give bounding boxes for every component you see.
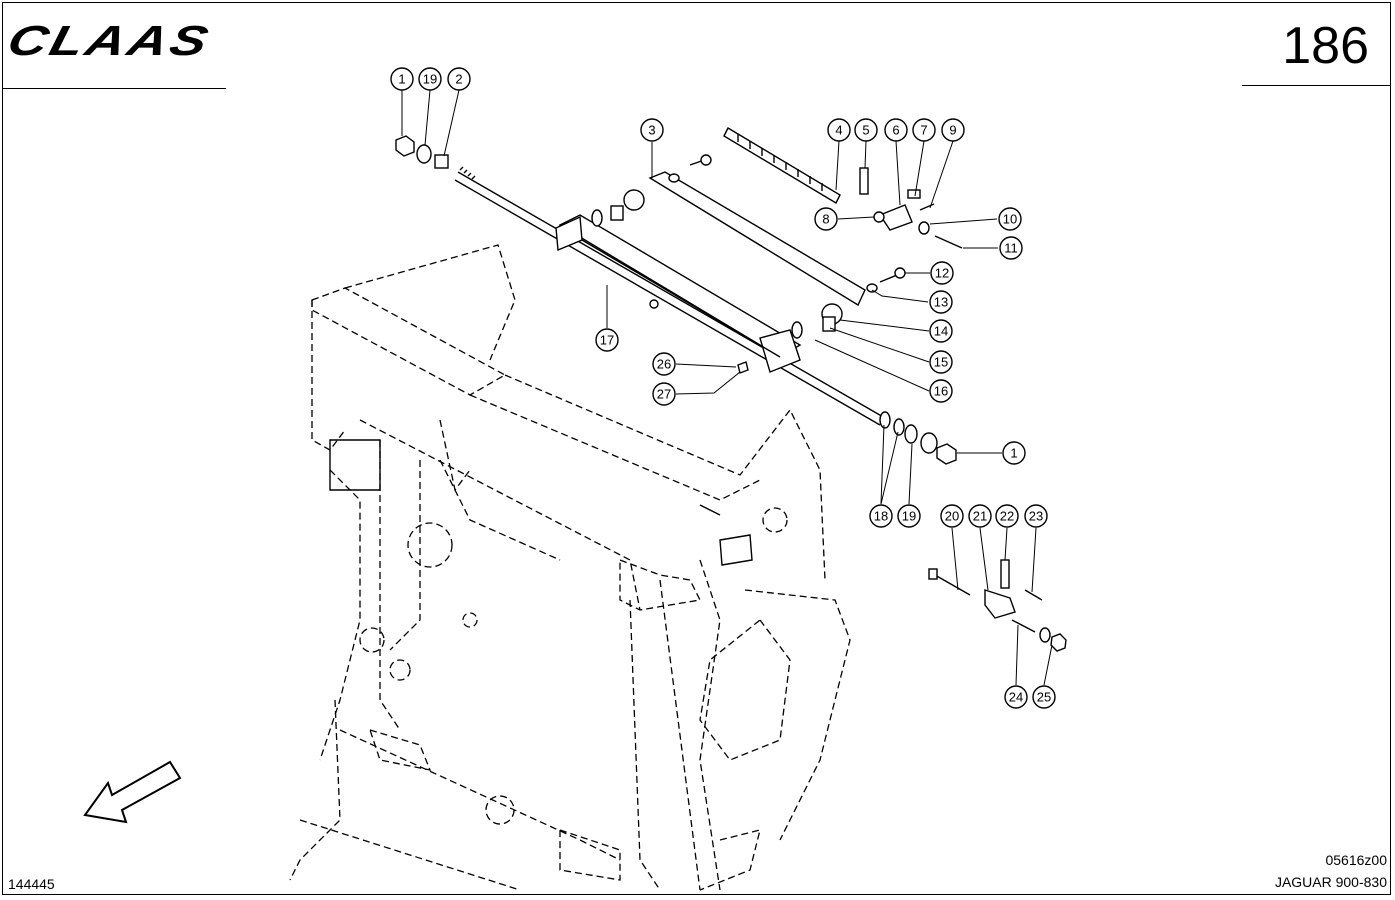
svg-text:19: 19 xyxy=(423,72,437,87)
svg-text:21: 21 xyxy=(973,509,987,524)
drawing-id: 144445 xyxy=(8,876,55,892)
callout-11: 11 xyxy=(999,236,1023,260)
svg-text:7: 7 xyxy=(920,123,927,138)
callout-23: 23 xyxy=(1024,504,1048,528)
callout-7: 7 xyxy=(912,118,936,142)
svg-text:15: 15 xyxy=(934,355,948,370)
machine-frame xyxy=(289,244,851,891)
svg-text:1: 1 xyxy=(398,72,405,87)
callout-27: 27 xyxy=(652,382,676,406)
callout-13: 13 xyxy=(929,290,953,314)
left-end-parts xyxy=(395,135,476,180)
callout-6: 6 xyxy=(884,118,908,142)
callout-3: 3 xyxy=(640,118,664,142)
svg-text:17: 17 xyxy=(600,333,614,348)
svg-text:8: 8 xyxy=(822,212,829,227)
svg-text:20: 20 xyxy=(945,509,959,524)
svg-text:10: 10 xyxy=(1003,212,1017,227)
callout-19-top: 19 xyxy=(418,67,442,91)
callout-25: 25 xyxy=(1032,685,1056,709)
svg-text:19: 19 xyxy=(902,509,916,524)
callout-12: 12 xyxy=(930,261,954,285)
svg-text:11: 11 xyxy=(1004,241,1018,256)
svg-text:16: 16 xyxy=(934,384,948,399)
callout-1-top: 1 xyxy=(390,67,414,91)
svg-text:6: 6 xyxy=(892,123,899,138)
tensioner-parts xyxy=(928,559,1067,652)
svg-text:2: 2 xyxy=(455,72,462,87)
svg-text:23: 23 xyxy=(1029,509,1043,524)
svg-text:3: 3 xyxy=(648,123,655,138)
svg-text:26: 26 xyxy=(657,357,671,372)
svg-text:25: 25 xyxy=(1037,690,1051,705)
leader-lines xyxy=(401,89,1053,686)
callout-14: 14 xyxy=(929,319,953,343)
callout-19-right: 19 xyxy=(897,504,921,528)
shaft-assembly xyxy=(454,171,886,426)
callout-24: 24 xyxy=(1004,685,1028,709)
forward-direction-arrow-icon xyxy=(83,760,182,824)
callout-15: 15 xyxy=(929,350,953,374)
callout-10: 10 xyxy=(998,207,1022,231)
svg-text:12: 12 xyxy=(935,266,949,281)
callout-16: 16 xyxy=(929,379,953,403)
callout-5: 5 xyxy=(854,118,878,142)
callout-2: 2 xyxy=(447,67,471,91)
svg-text:1: 1 xyxy=(1010,446,1017,461)
callout-8: 8 xyxy=(814,207,838,231)
callout-26: 26 xyxy=(652,352,676,376)
callout-21: 21 xyxy=(968,504,992,528)
svg-text:27: 27 xyxy=(657,387,671,402)
chain-and-fasteners xyxy=(668,127,963,293)
svg-text:18: 18 xyxy=(874,509,888,524)
callout-20: 20 xyxy=(940,504,964,528)
figure-code: 05616z00 xyxy=(1325,852,1387,868)
right-end-parts xyxy=(737,361,957,465)
svg-text:22: 22 xyxy=(1000,509,1014,524)
callout-4: 4 xyxy=(827,118,851,142)
svg-text:13: 13 xyxy=(934,295,948,310)
svg-text:5: 5 xyxy=(862,123,869,138)
model-name: JAGUAR 900-830 xyxy=(1274,874,1387,890)
svg-text:9: 9 xyxy=(949,123,956,138)
svg-text:4: 4 xyxy=(835,123,842,138)
page-number-underline xyxy=(1242,85,1390,86)
callout-18: 18 xyxy=(869,504,893,528)
logo-underline xyxy=(3,88,226,89)
callout-9: 9 xyxy=(941,118,965,142)
page-number: 186 xyxy=(1282,17,1369,75)
callout-22: 22 xyxy=(995,504,1019,528)
svg-text:24: 24 xyxy=(1009,690,1023,705)
callout-1-right: 1 xyxy=(1002,441,1026,465)
callout-17: 17 xyxy=(595,328,619,352)
svg-text:14: 14 xyxy=(934,324,948,339)
